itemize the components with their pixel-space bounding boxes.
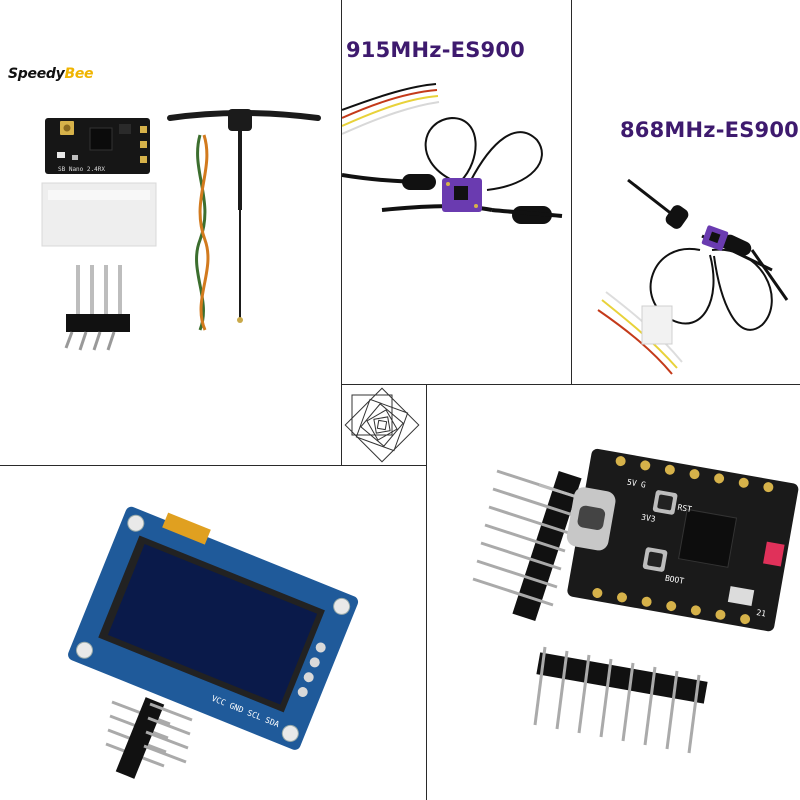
caption-915mhz: 915MHz-ES900 [346,38,525,62]
oled-board: VCC GND SCL SDA [68,506,359,750]
panel-915mhz: 915MHz-ES900 [342,0,571,384]
panel-speedybee-kit: SpeedyBee SB Nano 2.4RX [0,0,341,465]
label-boot: BOOT [664,574,685,586]
mcu-illustration: 5V G 3V3 RST BOOT 21 [472,448,799,754]
center-spiral-logo [342,385,426,465]
divider-v-bottom [426,384,427,800]
t-antenna [167,109,321,323]
brand-logo: SpeedyBee [8,66,94,82]
twisted-wire [195,134,210,331]
receiver-915-illustration [342,83,563,224]
mcu-header-bottom [533,646,708,754]
divider-h-center-top [341,384,426,385]
oled-illustration: VCC GND SCL SDA [68,506,359,779]
brand-logo-part2: Bee [64,66,94,82]
label-3v3: 3V3 [640,513,656,524]
panel-oled-module: VCC GND SCL SDA [0,466,426,800]
oled-header-pins [105,697,193,779]
receiver-board: SB Nano 2.4RX [45,118,150,174]
spiral-logo-icon [344,387,420,463]
speedybee-kit-illustration: SB Nano 2.4RX [41,109,321,351]
mcu-header-left [472,469,582,622]
receiver-868-illustration [597,178,789,375]
divider-h-bottom [0,465,426,466]
label-g: G [640,480,646,490]
mcu-board: 5V G 3V3 RST BOOT 21 [566,448,799,632]
caption-868mhz: 868MHz-ES900 [620,118,799,142]
divider-v-right [571,0,572,384]
label-rst: RST [677,503,693,514]
brand-logo-part1: Speedy [8,66,65,82]
label-5v: 5V [626,478,637,489]
label-21: 21 [756,608,767,619]
divider-h-mid [341,384,800,385]
panel-mcu-board: 5V G 3V3 RST BOOT 21 [427,385,800,800]
oled-screen [107,544,318,705]
divider-v-left [341,0,342,465]
header-pins [64,265,130,351]
receiver-board-label: SB Nano 2.4RX [58,166,105,173]
panel-868mhz: 868MHz-ES900 [572,0,800,384]
